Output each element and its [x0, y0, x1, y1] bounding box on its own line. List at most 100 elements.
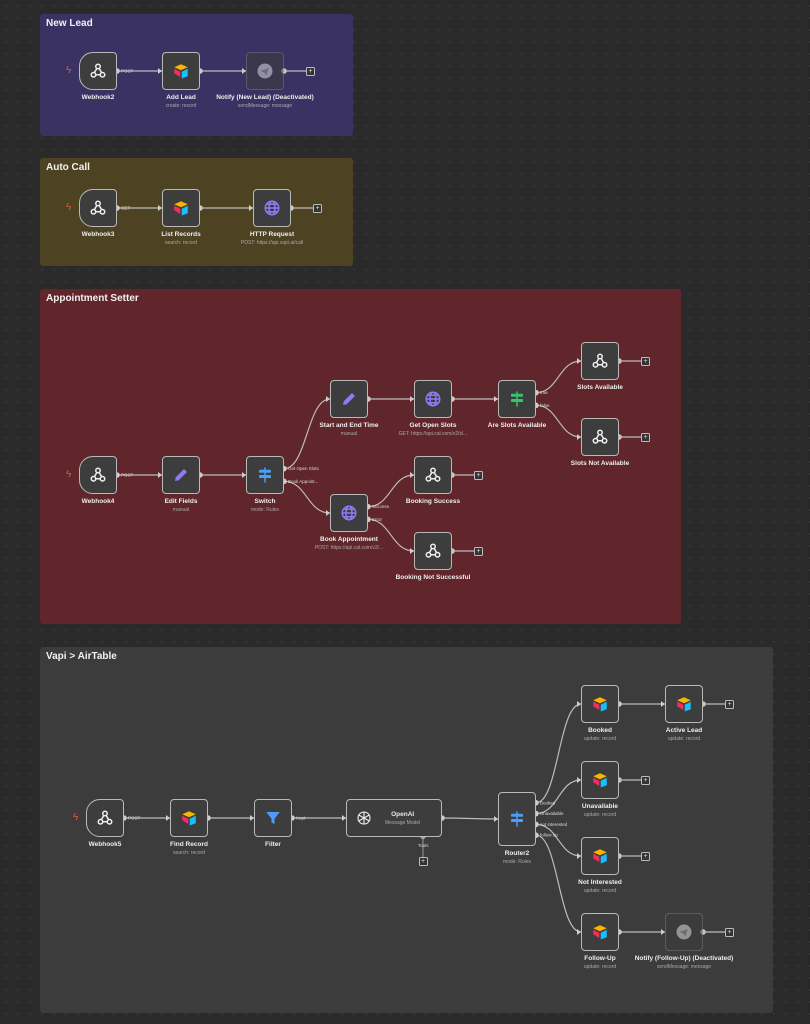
add-tool-button[interactable]: + [418, 857, 428, 866]
node-subtitle: POST: https://api.cal.com/v2/... [314, 545, 384, 551]
node-title: Notify (New Lead) (Deactivated) [216, 94, 314, 101]
pencil-icon [172, 466, 190, 484]
node-subtitle: create: record [165, 103, 197, 109]
group-appointment-setter[interactable]: Appointment Setter [40, 289, 681, 624]
node-listrec[interactable] [162, 189, 200, 227]
node-webhook2[interactable] [79, 52, 117, 90]
node-slotsnot[interactable] [581, 418, 619, 456]
telegram-icon [675, 923, 693, 941]
airtable-icon [591, 771, 609, 789]
add-node-button[interactable]: + [641, 851, 650, 861]
globe-icon [424, 390, 442, 408]
webhook-icon [89, 199, 107, 217]
node-title: Notify (Follow-Up) (Deactivated) [634, 955, 734, 962]
node-label: Slots Not Available [540, 459, 660, 468]
node-notify2[interactable] [665, 913, 703, 951]
node-title: Booking Not Successful [395, 574, 471, 581]
node-title: Webhook3 [81, 231, 115, 238]
node-areslots[interactable] [498, 380, 536, 418]
node-label: Add Lead create: record [121, 93, 241, 110]
node-title: Webhook4 [81, 498, 115, 505]
node-title: Get Open Slots [409, 422, 457, 429]
node-label: List Records search: record [121, 230, 241, 247]
node-subtitle: sendMessage: message [237, 103, 293, 109]
node-slotsavail[interactable] [581, 342, 619, 380]
node-webhook5[interactable] [86, 799, 124, 837]
node-subtitle: POST: https://api.vapi.ai/call [240, 240, 304, 246]
node-subtitle: update: record [583, 888, 617, 894]
add-node-button[interactable]: + [725, 927, 734, 937]
node-title: Webhook2 [81, 94, 115, 101]
webhook-icon [96, 809, 114, 827]
add-node-button[interactable]: + [641, 356, 650, 366]
node-editfields[interactable] [162, 456, 200, 494]
node-booksucc[interactable] [414, 456, 452, 494]
node-followup[interactable] [581, 913, 619, 951]
node-label: Start and End Time manual [289, 421, 409, 438]
node-title: Webhook5 [88, 841, 122, 848]
add-node-button[interactable]: + [474, 546, 483, 556]
node-switch[interactable] [246, 456, 284, 494]
airtable-icon [172, 199, 190, 217]
node-subtitle: GET: https://api.cal.com/v2/sl... [398, 431, 468, 437]
node-subtitle: mode: Rules [502, 859, 532, 865]
node-getslots[interactable] [414, 380, 452, 418]
add-node-button[interactable]: + [313, 203, 322, 213]
node-subtitle: update: record [667, 736, 701, 742]
node-notify1[interactable] [246, 52, 284, 90]
node-title: Router2 [504, 850, 530, 857]
airtable-icon [591, 695, 609, 713]
add-node-button[interactable]: + [306, 66, 315, 76]
node-title: Add Lead [166, 94, 196, 101]
node-http[interactable] [253, 189, 291, 227]
node-subtitle: sendMessage: message [656, 964, 712, 970]
switch-icon [508, 810, 526, 828]
add-node-button[interactable]: + [474, 470, 483, 480]
group-title: Appointment Setter [46, 293, 139, 304]
node-bookappt[interactable] [330, 494, 368, 532]
openai-icon [355, 809, 373, 827]
add-node-button[interactable]: + [725, 699, 734, 709]
node-title: OpenAI [391, 810, 415, 818]
node-title: Book Appointment [320, 536, 378, 543]
airtable-icon [172, 62, 190, 80]
node-startend[interactable] [330, 380, 368, 418]
node-label: Notify (Follow-Up) (Deactivated) sendMess… [624, 954, 744, 971]
add-node-button[interactable]: + [641, 432, 650, 442]
node-activelead[interactable] [665, 685, 703, 723]
node-subtitle: manual [340, 431, 358, 437]
node-subtitle: search: record [165, 240, 197, 246]
group-title: New Lead [46, 18, 93, 29]
node-filter[interactable] [254, 799, 292, 837]
node-label: Are Slots Available [457, 421, 577, 430]
node-unavail[interactable] [581, 761, 619, 799]
node-router2[interactable] [498, 792, 536, 846]
node-label: Webhook2 [38, 93, 158, 102]
node-booknot[interactable] [414, 532, 452, 570]
add-node-button[interactable]: + [641, 775, 650, 785]
node-title: Find Record [170, 841, 208, 848]
node-webhook3[interactable] [79, 189, 117, 227]
node-webhook4[interactable] [79, 456, 117, 494]
node-title: Unavailable [581, 803, 619, 810]
switch-icon [256, 466, 274, 484]
node-booked[interactable] [581, 685, 619, 723]
node-findrec[interactable] [170, 799, 208, 837]
node-addlead[interactable] [162, 52, 200, 90]
node-notint[interactable] [581, 837, 619, 875]
node-subtitle: update: record [583, 964, 617, 970]
node-label: Filter [213, 840, 333, 849]
group-title: Auto Call [46, 162, 90, 173]
node-title: Slots Available [577, 384, 623, 391]
if-icon [508, 390, 526, 408]
node-title: List Records [161, 231, 201, 238]
node-title: Start and End Time [319, 422, 379, 429]
